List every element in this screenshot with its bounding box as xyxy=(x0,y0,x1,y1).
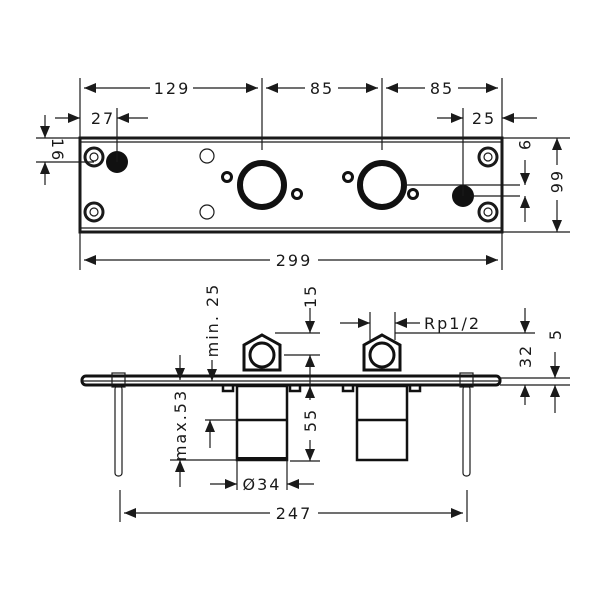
small-hole xyxy=(199,148,215,164)
dim-299: 299 xyxy=(276,251,313,270)
dimension-arrows xyxy=(124,308,560,518)
dim-9: 9 xyxy=(515,140,534,152)
dim-129: 129 xyxy=(154,79,191,98)
outlet-ring xyxy=(237,160,287,210)
extension-lines xyxy=(36,78,570,270)
hex-nut-icon xyxy=(242,333,402,372)
dim-55: 55 xyxy=(301,408,320,432)
dim-66: 66 xyxy=(547,171,566,195)
dim-16: 16 xyxy=(48,138,67,162)
dim-247: 247 xyxy=(276,504,313,523)
dimension-arrows xyxy=(40,83,562,265)
dim-rp-1-2: Rp1/2 xyxy=(424,314,481,333)
dim-max-53: max.53 xyxy=(171,389,190,461)
dim-15: 15 xyxy=(301,284,320,308)
valve-body xyxy=(221,383,422,462)
screw-holes xyxy=(221,171,419,200)
dim-27: 27 xyxy=(91,109,115,128)
corner-bolt-icon xyxy=(83,146,499,223)
dim-85-b: 85 xyxy=(430,79,454,98)
small-hole xyxy=(199,204,215,220)
dim-diameter-34: Ø34 xyxy=(243,475,282,494)
dim-25: 25 xyxy=(472,109,496,128)
outlet-ring xyxy=(357,160,407,210)
mounting-pin xyxy=(111,372,474,477)
side-view: min. 25 max.53 15 55 Rp1/2 32 5 Ø34 247 xyxy=(80,283,570,523)
dim-32: 32 xyxy=(516,344,535,368)
top-view: 129 85 85 27 25 16 9 66 299 xyxy=(36,78,570,270)
dim-85-a: 85 xyxy=(310,79,334,98)
dim-min-25: min. 25 xyxy=(203,283,222,358)
dim-5: 5 xyxy=(546,328,565,340)
